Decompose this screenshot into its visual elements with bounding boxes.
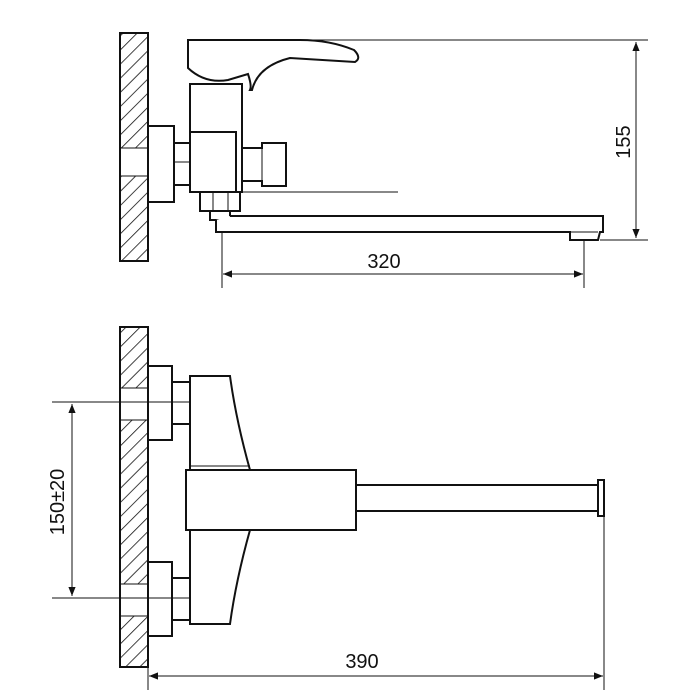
dimension-label-390: 390 — [345, 651, 378, 673]
dimension-label-320: 320 — [367, 251, 400, 273]
dimension-label-150: 150±20 — [47, 469, 69, 536]
eccentric-connector-top — [173, 142, 191, 186]
diverter-knob — [241, 142, 287, 187]
wall-section-bottom — [119, 326, 149, 668]
spout-nut — [199, 191, 241, 212]
plan-view: 150±20 390 — [47, 326, 605, 690]
mixer-cartridge-side — [189, 131, 237, 193]
eccentric-connector-lower — [171, 577, 191, 621]
wall-flange-lower — [147, 561, 173, 637]
eccentric-connector-upper — [171, 381, 191, 425]
dimension-label-155: 155 — [613, 125, 635, 158]
mixer-body-plan — [189, 375, 252, 471]
wall-flange-top — [147, 125, 175, 203]
spout-plan — [355, 484, 599, 512]
spout-side — [215, 215, 604, 241]
side-view: 320 155 — [119, 32, 648, 288]
wall-flange-upper — [147, 365, 173, 441]
lever-handle — [187, 39, 360, 91]
mixer-block-plan — [185, 469, 357, 531]
wall-section-top — [119, 32, 149, 262]
